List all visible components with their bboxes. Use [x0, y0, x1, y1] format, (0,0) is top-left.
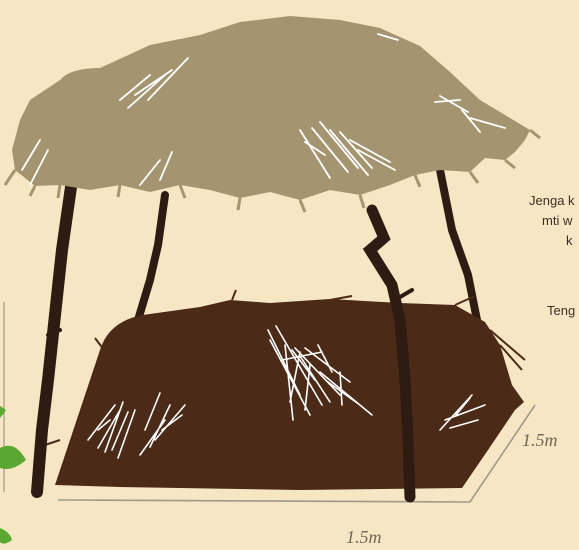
annotation-line-1: Jenga k: [529, 192, 575, 210]
width-dimension-label: 1.5m: [346, 527, 382, 548]
compost-heap: [45, 290, 525, 490]
annotation-line-3: k: [566, 232, 573, 250]
depth-dimension-label: 1.5m: [522, 430, 558, 451]
thatched-roof: [5, 16, 540, 212]
annotation-line-2: mti w: [542, 212, 572, 230]
annotation-line-4: Teng: [547, 302, 575, 320]
